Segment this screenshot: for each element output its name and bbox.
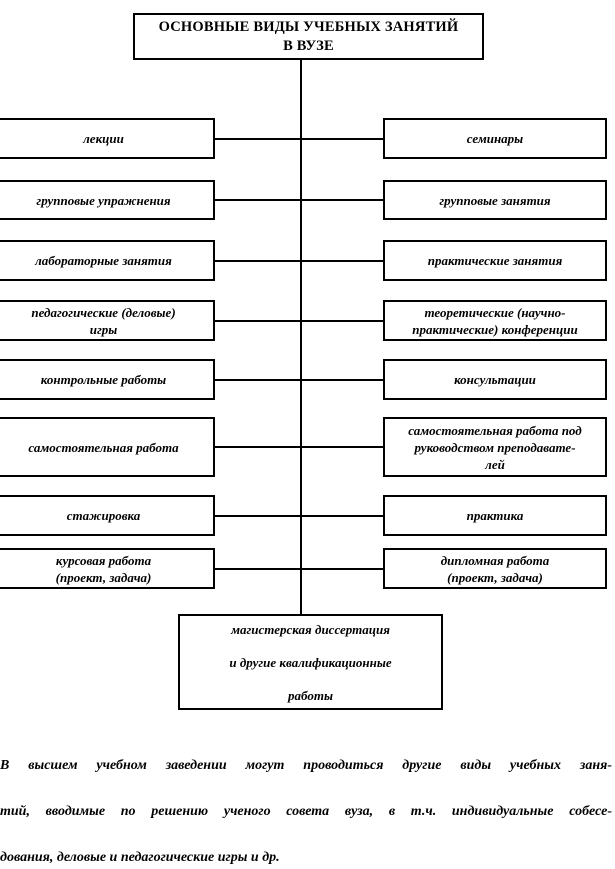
node-label-bottom-line-1: магистерская диссертация	[231, 621, 390, 637]
diagram-title-box: ОСНОВНЫЕ ВИДЫ УЧЕБНЫХ ЗАНЯТИЙ В ВУЗЕ	[133, 13, 484, 60]
node-label-right-2: групповые занятия	[439, 192, 551, 208]
connector-right-8	[300, 568, 383, 570]
spine-vertical-connector	[300, 60, 302, 614]
node-label-left-8-line-2: (проект, задача)	[55, 569, 152, 585]
connector-right-4	[300, 320, 383, 322]
connector-left-6	[215, 446, 301, 448]
node-box-right-4: теоретические (научно- практические) кон…	[383, 300, 607, 341]
node-label-right-7: практика	[466, 508, 524, 523]
node-label-left-5: контрольные работы	[40, 372, 167, 387]
connector-left-3	[215, 260, 301, 262]
node-box-left-5: контрольные работы	[0, 359, 215, 400]
node-label-right-5: консультации	[454, 372, 536, 387]
footer-note-line-2: тий, вводимые по решению ученого совета …	[0, 804, 612, 819]
node-box-right-3: практические занятия	[383, 240, 607, 281]
node-box-left-8: курсовая работа (проект, задача)	[0, 548, 215, 589]
node-box-right-7: практика	[383, 495, 607, 536]
connector-right-5	[300, 379, 383, 381]
organizational-diagram: ОСНОВНЫЕ ВИДЫ УЧЕБНЫХ ЗАНЯТИЙ В ВУЗЕ лек…	[0, 13, 612, 865]
node-label-right-8-line-2: (проект, задача)	[447, 569, 543, 585]
node-box-right-2: групповые занятия	[383, 180, 607, 220]
node-label-bottom-line-3: работы	[288, 687, 333, 703]
footer-note-line-1: В высшем учебном заведении могут проводи…	[0, 758, 612, 773]
node-label-right-4-line-1: теоретические (научно-	[424, 304, 566, 320]
footer-note: В высшем учебном заведении могут проводи…	[0, 754, 612, 869]
diagram-title-line-2: В ВУЗЕ	[283, 37, 334, 54]
node-label-left-3: лабораторные занятия	[35, 253, 172, 268]
node-label-left-7: стажировка	[66, 508, 141, 523]
node-label-left-4-line-2: игры	[89, 321, 118, 337]
node-box-left-4: педагогические (деловые) игры	[0, 300, 215, 341]
connector-right-1	[300, 138, 383, 140]
node-label-right-6-line-3: лей	[485, 456, 505, 472]
footer-note-line-3: дования, деловые и педагогические игры и…	[0, 850, 280, 865]
connector-left-4	[215, 320, 301, 322]
connector-left-5	[215, 379, 301, 381]
node-label-right-1: семинары	[466, 131, 524, 146]
connector-right-3	[300, 260, 383, 262]
node-label-left-6: самостоятельная работа	[28, 439, 179, 455]
node-label-left-4-line-1: педагогические (деловые)	[31, 304, 176, 320]
node-box-right-8: дипломная работа (проект, задача)	[383, 548, 607, 589]
node-box-left-3: лабораторные занятия	[0, 240, 215, 281]
node-label-right-8-line-1: дипломная работа	[440, 552, 550, 568]
node-label-bottom-line-2: и другие квалификационные	[229, 654, 392, 670]
node-label-left-1: лекции	[83, 131, 124, 146]
connector-right-6	[300, 446, 383, 448]
node-label-right-6-line-1: самостоятельная работа под	[408, 422, 582, 438]
connector-left-8	[215, 568, 301, 570]
diagram-title-line-1: ОСНОВНЫЕ ВИДЫ УЧЕБНЫХ ЗАНЯТИЙ	[158, 18, 459, 35]
node-box-right-6: самостоятельная работа под руководством …	[383, 417, 607, 477]
node-box-right-5: консультации	[383, 359, 607, 400]
node-box-bottom-thesis: магистерская диссертация и другие квалиф…	[178, 614, 443, 710]
node-box-left-7: стажировка	[0, 495, 215, 536]
node-label-right-4-line-2: практические) конференции	[412, 321, 578, 337]
connector-right-2	[300, 199, 383, 201]
node-label-right-3: практические занятия	[427, 253, 563, 268]
connector-left-2	[215, 199, 301, 201]
node-box-right-1: семинары	[383, 118, 607, 159]
node-box-left-2: групповые упражнения	[0, 180, 215, 220]
connector-right-7	[300, 515, 383, 517]
node-label-left-2: групповые упражнения	[36, 192, 171, 208]
node-box-left-1: лекции	[0, 118, 215, 159]
node-label-right-6-line-2: руководством преподавате-	[414, 439, 576, 455]
connector-left-1	[215, 138, 301, 140]
connector-left-7	[215, 515, 301, 517]
node-label-left-8-line-1: курсовая работа	[55, 552, 152, 568]
node-box-left-6: самостоятельная работа	[0, 417, 215, 477]
